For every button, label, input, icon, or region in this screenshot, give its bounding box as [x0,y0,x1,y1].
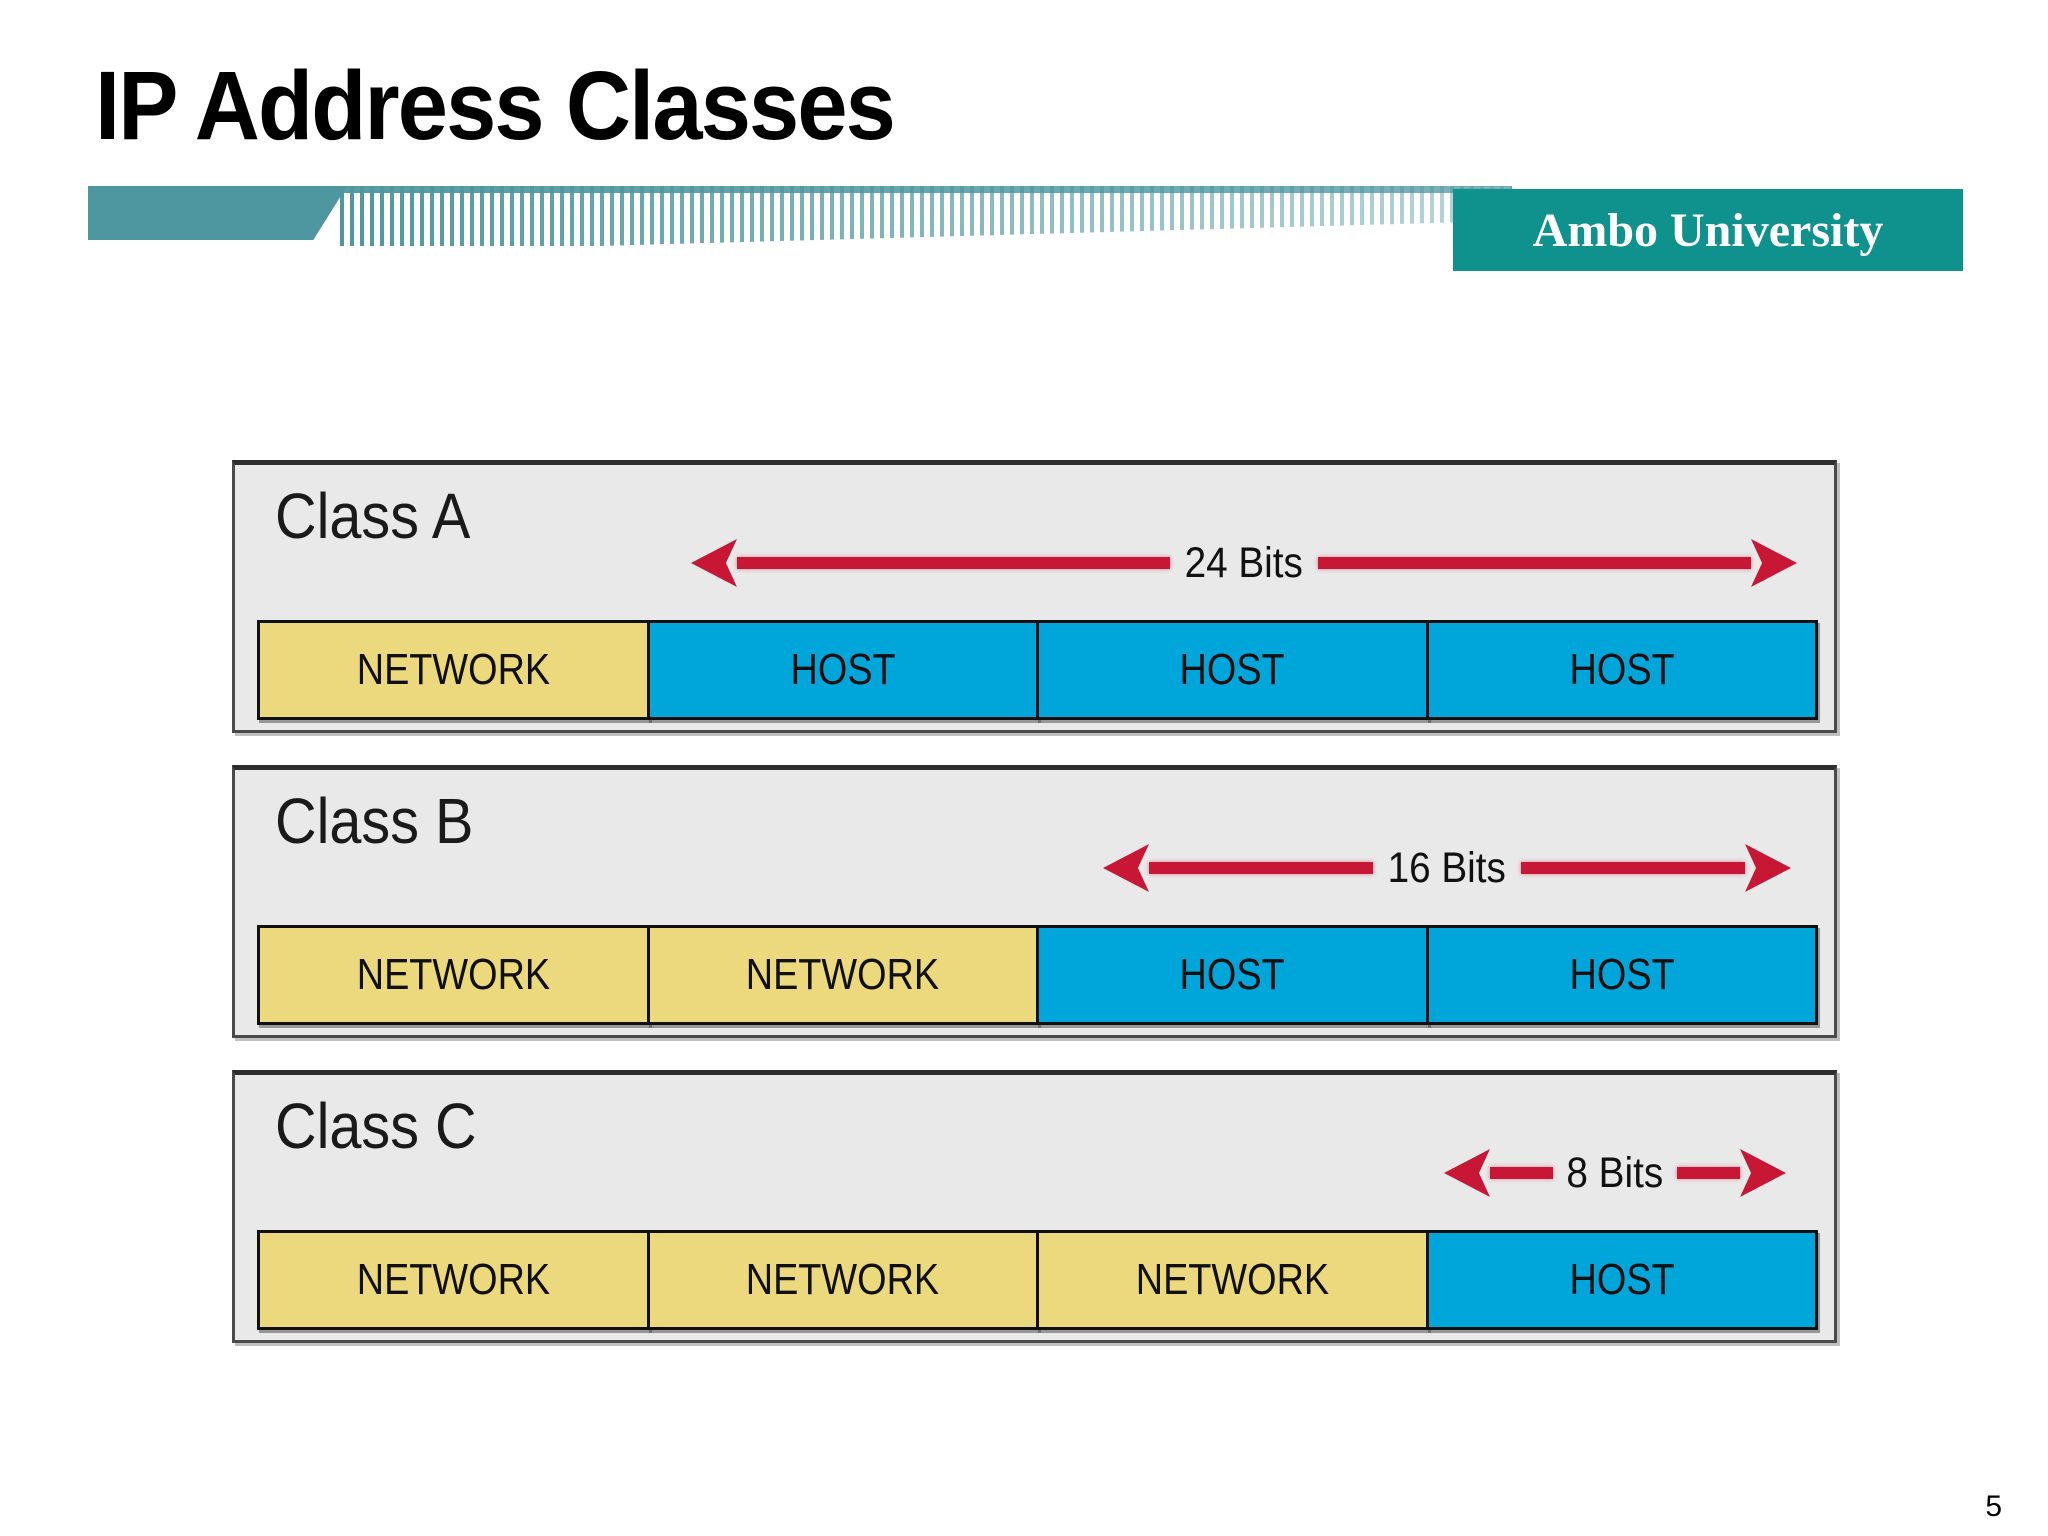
class-b-octet-1-network: NETWORK [257,925,650,1025]
cell-label: NETWORK [746,1255,940,1304]
class-c-bits-arrow: 8 Bits [1444,1148,1787,1197]
arrow-line [1676,1167,1741,1179]
arrow-line [1520,862,1745,874]
arrow-line [737,557,1171,569]
arrow-right-head-icon [1745,844,1791,892]
class-a-label: Class A [275,480,471,552]
class-b-octet-4-host: HOST [1425,925,1818,1025]
banner-solid-segment [88,186,347,240]
class-b-address-row: NETWORK NETWORK HOST HOST [257,925,1818,1025]
cell-label: NETWORK [356,645,550,694]
cell-label: HOST [1179,645,1285,694]
class-a-panel: Class A 24 Bits NETWORK HOST HOST HOST [232,460,1837,733]
arrow-line [1317,557,1751,569]
class-b-bits-arrow: 16 Bits [1103,844,1791,892]
class-a-octet-4-host: HOST [1425,620,1818,720]
class-c-bits-label: 8 Bits [1566,1148,1664,1197]
cell-label: HOST [1569,1255,1675,1304]
class-c-octet-4-host: HOST [1425,1230,1818,1330]
arrow-left-head-icon [1444,1149,1490,1197]
class-b-octet-2-network: NETWORK [646,925,1039,1025]
banner-stripes [340,186,1512,246]
class-a-octet-3-host: HOST [1036,620,1429,720]
arrow-line [1149,862,1374,874]
cell-label: HOST [1569,950,1675,999]
cell-label: HOST [1179,950,1285,999]
class-a-bits-label: 24 Bits [1184,538,1304,587]
class-b-octet-3-host: HOST [1036,925,1429,1025]
arrow-right-head-icon [1740,1149,1787,1197]
class-c-octet-2-network: NETWORK [646,1230,1039,1330]
page-number: 5 [1985,1490,2002,1523]
class-c-octet-1-network: NETWORK [257,1230,650,1330]
arrow-left-head-icon [1103,844,1149,892]
class-a-octet-1-network: NETWORK [257,620,650,720]
class-c-octet-3-network: NETWORK [1036,1230,1429,1330]
university-badge-label: Ambo University [1532,203,1884,257]
class-c-label: Class C [275,1090,477,1162]
class-b-panel: Class B 16 Bits NETWORK NETWORK HOST HOS… [232,765,1837,1038]
cell-label: HOST [790,645,896,694]
class-a-octet-2-host: HOST [646,620,1039,720]
class-b-bits-label: 16 Bits [1387,843,1507,892]
class-a-bits-arrow: 24 Bits [691,539,1797,587]
cell-label: HOST [1569,645,1675,694]
class-b-label: Class B [275,785,474,857]
cell-label: NETWORK [356,950,550,999]
arrow-line [1490,1167,1554,1179]
university-badge: Ambo University [1453,189,1963,271]
class-c-address-row: NETWORK NETWORK NETWORK HOST [257,1230,1818,1330]
cell-label: NETWORK [746,950,940,999]
arrow-left-head-icon [691,539,737,587]
class-a-address-row: NETWORK HOST HOST HOST [257,620,1818,720]
arrow-right-head-icon [1751,539,1797,587]
class-c-panel: Class C 8 Bits NETWORK NETWORK NETWORK H… [232,1070,1837,1343]
cell-label: NETWORK [1135,1255,1329,1304]
page-title: IP Address Classes [95,51,896,160]
cell-label: NETWORK [356,1255,550,1304]
